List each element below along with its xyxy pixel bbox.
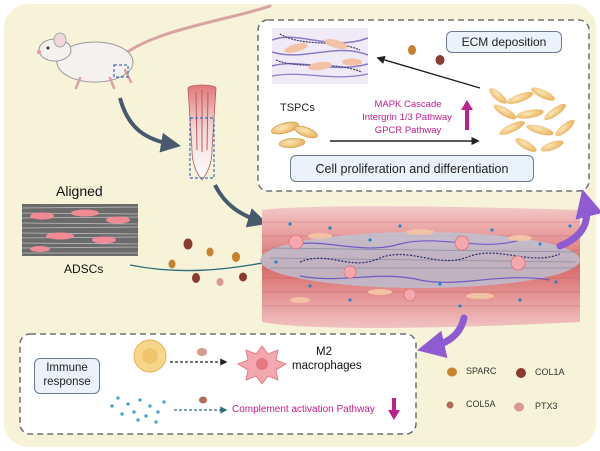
legend-label-col5a: COL5A — [466, 399, 496, 409]
downregulation-arrow-icon — [388, 398, 400, 420]
mapk-cascade-label: MAPK Cascade — [374, 99, 442, 110]
immune-box — [19, 333, 417, 435]
m2-macrophage-icon — [237, 345, 287, 385]
molecule-dot — [183, 238, 193, 250]
arrow-to-immune-response — [417, 314, 468, 359]
immune-response-label: Immune response — [34, 358, 100, 394]
ecm-fibers-image — [271, 28, 369, 84]
proliferation-label: Cell proliferation and differentiation — [290, 155, 534, 182]
tenocyte-cluster-icon — [489, 87, 575, 152]
adscs-label: ADSCs — [64, 262, 104, 276]
molecule-dot — [232, 252, 240, 262]
legend-swatch-col5a — [446, 401, 454, 409]
immune-response-line-1: Immune — [46, 362, 88, 375]
tendon-bundle-icon — [187, 84, 217, 181]
molecule-dot — [216, 278, 224, 286]
molecule-col5a — [199, 396, 207, 404]
gpcr-pathway-label: GPCR Pathway — [374, 125, 442, 136]
legend-label-sparc: SPARC — [466, 366, 497, 376]
complement-pathway-label: Complement activation Pathway — [232, 404, 375, 415]
legend-swatch-ptx3 — [514, 402, 524, 412]
legend-swatch-col1a — [516, 368, 526, 378]
legend-swatches — [446, 367, 526, 412]
arrow-to-ecm — [376, 55, 481, 89]
upregulation-arrow-icon — [461, 100, 473, 130]
arrow-rat-to-tendon — [118, 97, 181, 153]
arrow-molecules-to-tendon — [129, 259, 270, 272]
molecule-ptx3 — [197, 348, 207, 356]
molecule-sparc — [408, 45, 416, 55]
tspcs-label: TSPCs — [280, 102, 315, 114]
integrin-pathway-label: Intergrin 1/3 Pathway — [362, 112, 452, 123]
molecule-dot — [192, 273, 200, 283]
legend-label-ptx3: PTX3 — [535, 401, 558, 411]
molecule-dot — [168, 259, 176, 269]
legend-label-col1a: COL1A — [535, 367, 565, 377]
arrow-tendon-to-scaffold — [213, 184, 268, 228]
m2-label: M2 — [316, 346, 332, 358]
rat-icon — [36, 4, 272, 90]
legend-swatch-sparc — [447, 367, 457, 377]
repaired-tendon-image — [260, 206, 580, 328]
tspcs-cells-icon — [271, 121, 318, 148]
molecule-dot — [239, 272, 247, 282]
macrophages-label: macrophages — [292, 360, 362, 372]
ecm-deposition-label: ECM deposition — [446, 31, 562, 53]
arrow-to-ecm-process — [556, 189, 600, 250]
immune-response-line-2: response — [43, 376, 91, 388]
precursor-cell-icon — [133, 339, 167, 373]
aligned-scaffold-image — [21, 204, 139, 256]
molecule-col1a — [435, 55, 445, 65]
complement-proteins-icon — [110, 396, 166, 424]
molecule-dot — [206, 247, 214, 257]
aligned-label: Aligned — [56, 183, 103, 199]
